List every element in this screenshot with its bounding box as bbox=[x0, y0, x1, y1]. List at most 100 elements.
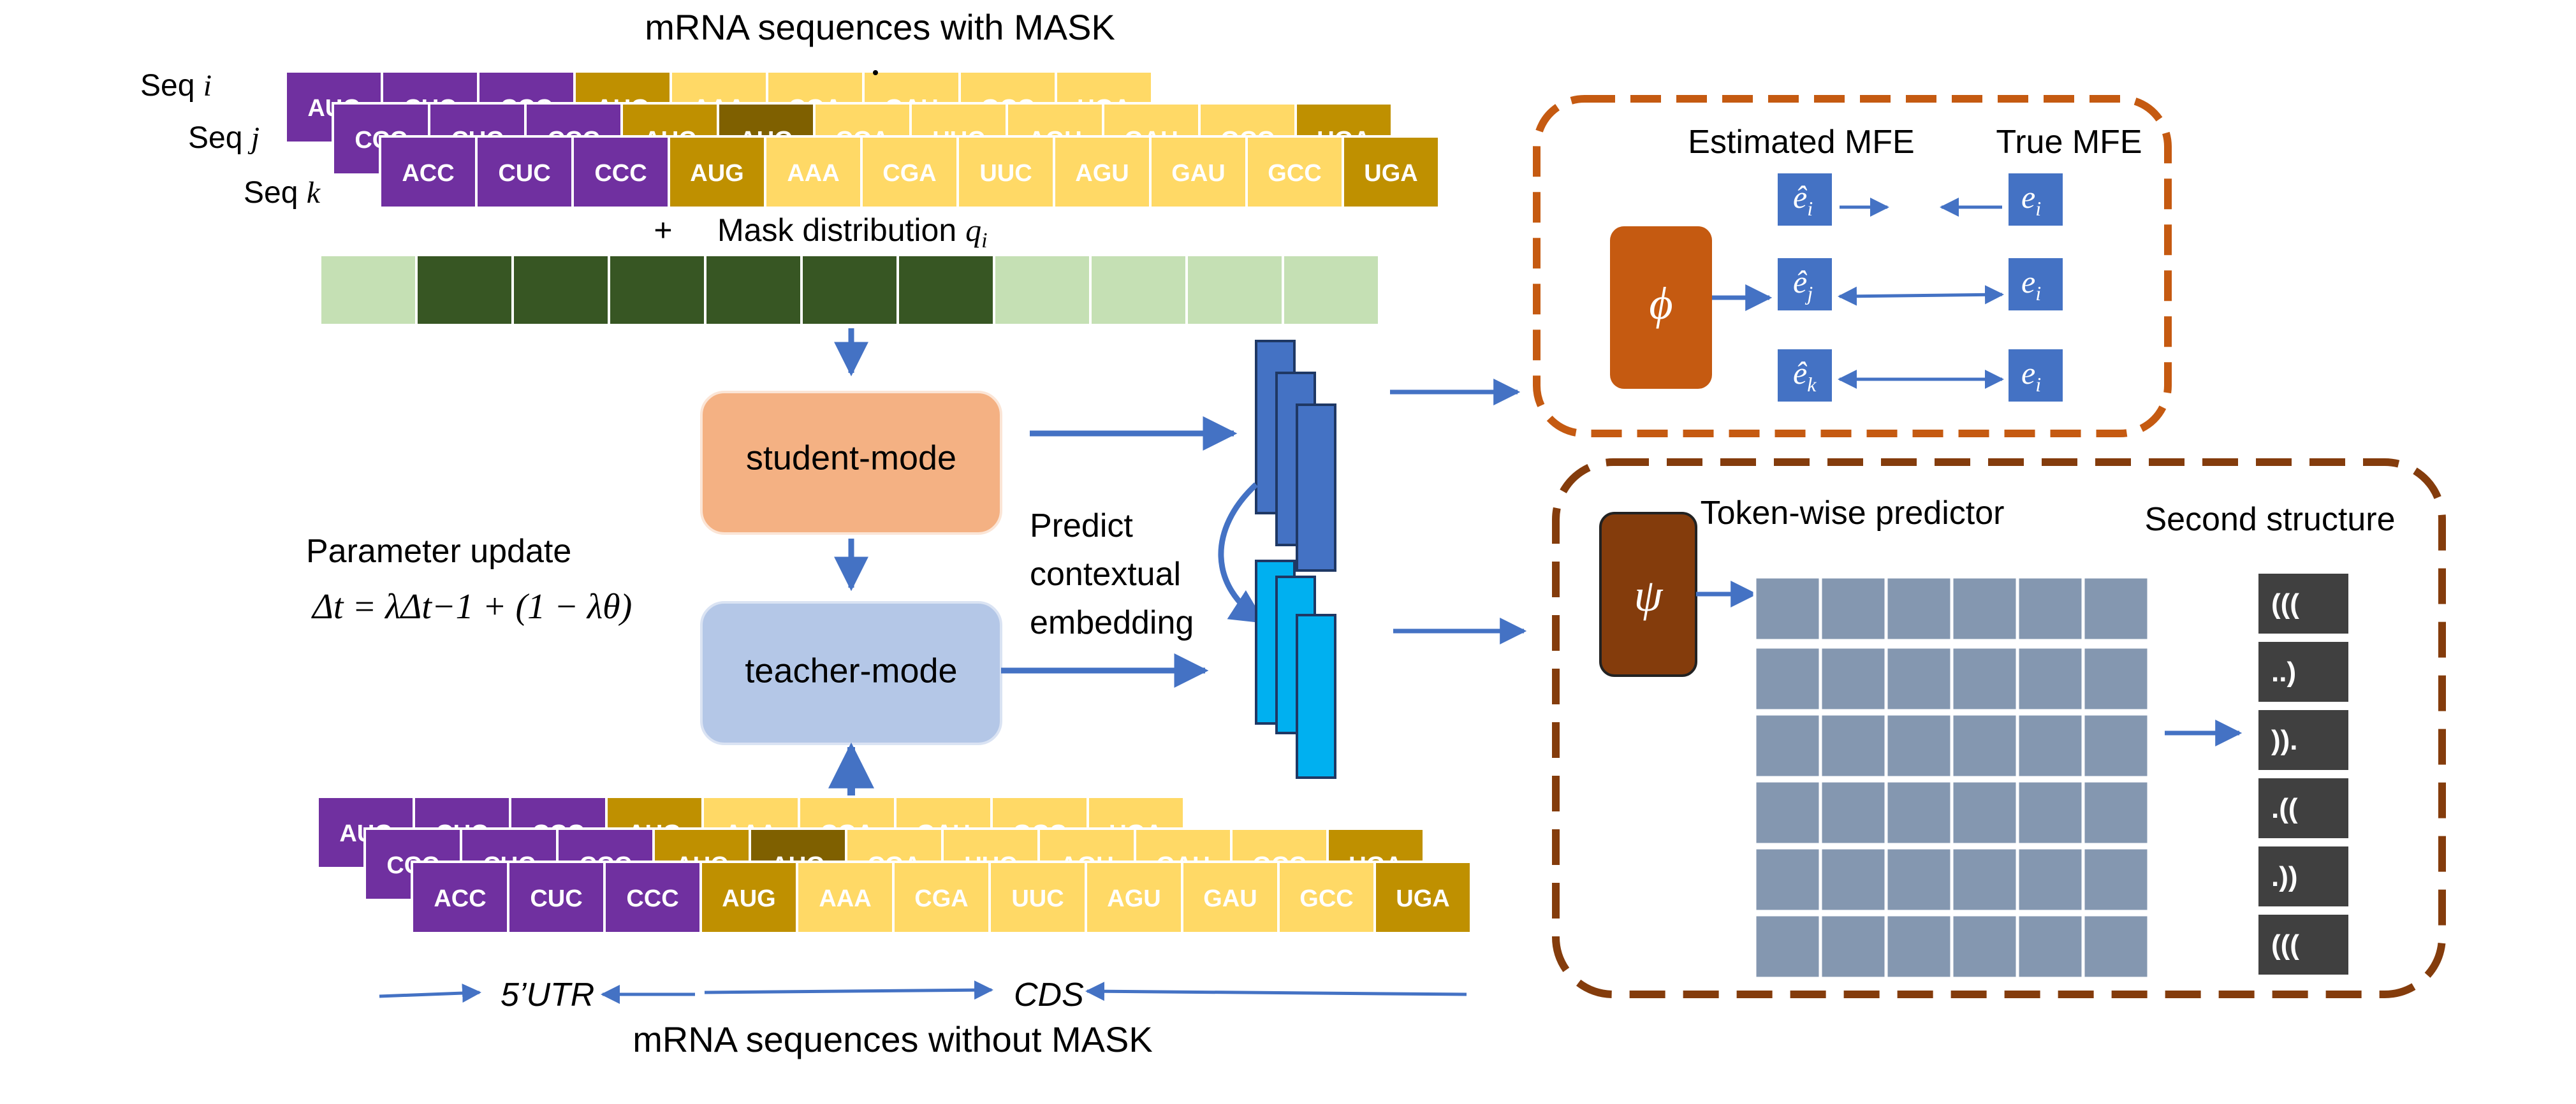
cds-label: CDS bbox=[1014, 977, 1084, 1013]
grid-cell bbox=[1884, 645, 1954, 713]
grid-cell bbox=[1753, 645, 1822, 713]
codon-cell: CGA bbox=[860, 135, 959, 209]
mask-cell-unmasked bbox=[1089, 254, 1188, 326]
structure-output-label: ..) bbox=[2271, 657, 2296, 688]
grid-cell bbox=[1884, 575, 1954, 643]
grid-cell bbox=[1950, 575, 2019, 643]
structure-output-cell: ((( bbox=[2256, 912, 2351, 977]
estimated-mfe-label: Estimated MFE bbox=[1688, 124, 1914, 161]
grid-cell bbox=[2081, 779, 2151, 846]
codon-cell: CCC bbox=[571, 135, 670, 209]
codon-cell: CUC bbox=[507, 861, 606, 934]
codon-label: AAA bbox=[787, 160, 839, 187]
structure-output-cell: ((( bbox=[2256, 571, 2351, 636]
codon-label: AGU bbox=[1075, 160, 1129, 187]
structure-panel: Token-wise predictor Second structure ψ bbox=[1552, 458, 2446, 998]
grid-cell bbox=[1819, 575, 1888, 643]
grid-cell bbox=[1884, 779, 1954, 846]
codon-cell: GCC bbox=[1245, 135, 1344, 209]
grid-cell bbox=[1884, 913, 1954, 980]
predict-text: Predict contextual embedding bbox=[1030, 507, 1194, 641]
codon-cell: GAU bbox=[1181, 861, 1280, 934]
grid-cell bbox=[1753, 712, 1822, 780]
mask-cell-masked bbox=[704, 254, 803, 326]
structure-output-label: ((( bbox=[2271, 588, 2299, 620]
codon-cell: CGA bbox=[892, 861, 991, 934]
student-label: student-mode bbox=[746, 439, 956, 477]
mask-cell-unmasked bbox=[1282, 254, 1380, 326]
structure-output-cell: .(( bbox=[2256, 776, 2351, 841]
grid-cell bbox=[2016, 645, 2085, 713]
predictor-label: Token-wise predictor bbox=[1701, 495, 2005, 532]
grid-cell bbox=[2081, 645, 2151, 713]
structure-output-cell: .)) bbox=[2256, 844, 2351, 909]
estimated-mfe-cell bbox=[1778, 173, 1832, 226]
grid-cell bbox=[1950, 645, 2019, 713]
grid-cell bbox=[1884, 846, 1954, 913]
estimated-mfe-cell bbox=[1778, 258, 1832, 310]
student-mode-box: student-mode bbox=[700, 391, 1002, 535]
codon-label: AGU bbox=[1107, 885, 1160, 912]
codon-cell: AAA bbox=[796, 861, 895, 934]
grid-cell bbox=[1819, 913, 1888, 980]
structure-output-label: ((( bbox=[2271, 929, 2299, 961]
grid-cell bbox=[1753, 913, 1822, 980]
codon-cell: UUC bbox=[988, 861, 1087, 934]
estimated-mfe-symbol: êi bbox=[1793, 179, 1813, 220]
grid-cell bbox=[1819, 712, 1888, 780]
grid-cell bbox=[2016, 575, 2085, 643]
codon-cell: GCC bbox=[1277, 861, 1376, 934]
phi-symbol: ϕ bbox=[1649, 278, 1672, 329]
mask-cell-masked bbox=[800, 254, 899, 326]
codon-label: AUG bbox=[722, 885, 775, 912]
codon-label: CCC bbox=[626, 885, 678, 912]
true-mfe-cell bbox=[2009, 258, 2063, 310]
mask-label: Mask distribution qi bbox=[717, 212, 988, 252]
codon-label: CUC bbox=[498, 160, 550, 187]
grid-cell bbox=[1950, 846, 2019, 913]
mask-plus: + bbox=[654, 212, 672, 248]
estimated-mfe-symbol: êj bbox=[1793, 264, 1813, 305]
mask-cell-unmasked bbox=[993, 254, 1092, 326]
codon-cell: UGA bbox=[1342, 135, 1440, 209]
structure-output-cell: )). bbox=[2256, 708, 2351, 773]
unmasked-sequence-stack: AUCCUCCCCAUGAAACGAGAUGCCUGACCCCUCCCCAUCA… bbox=[316, 795, 1472, 934]
grid-cell bbox=[1819, 846, 1888, 913]
dot-mark bbox=[873, 70, 878, 75]
true-mfe-cell bbox=[2009, 173, 2063, 226]
codon-cell: AAA bbox=[764, 135, 863, 209]
svg-text:Seq i: Seq i bbox=[140, 69, 212, 103]
mask-cell-unmasked bbox=[319, 254, 418, 326]
true-mfe-label: True MFE bbox=[1996, 124, 2142, 161]
utr-label: 5’UTR bbox=[501, 977, 594, 1013]
codon-label: AAA bbox=[819, 885, 871, 912]
param-formula: Δt = λΔt−1 + (1 − λθ) bbox=[311, 587, 632, 627]
svg-text:embedding: embedding bbox=[1030, 604, 1194, 641]
codon-label: GCC bbox=[1299, 885, 1353, 912]
codon-label: CCC bbox=[594, 160, 647, 187]
grid-cell bbox=[1950, 779, 2019, 846]
grid-cell bbox=[2016, 779, 2085, 846]
codon-cell: AUG bbox=[668, 135, 766, 209]
codon-cell: CCC bbox=[603, 861, 702, 934]
psi-symbol: ψ bbox=[1634, 570, 1664, 621]
codon-cell: AGU bbox=[1085, 861, 1183, 934]
codon-label: CGA bbox=[914, 885, 968, 912]
grid-cell bbox=[1819, 645, 1888, 713]
grid-cell bbox=[2081, 712, 2151, 780]
bottom-title: mRNA sequences without MASK bbox=[633, 1019, 1152, 1059]
codon-cell: ACC bbox=[379, 135, 478, 209]
phi-box bbox=[1610, 226, 1712, 389]
seq-label-j: Seq j bbox=[188, 121, 260, 155]
codon-label: GAU bbox=[1171, 160, 1225, 187]
arrow-curve-embed bbox=[1218, 482, 1266, 624]
param-update-label: Parameter update bbox=[306, 533, 571, 570]
codon-label: UUC bbox=[1011, 885, 1064, 912]
codon-label: CGA bbox=[882, 160, 936, 187]
seq-label-k: Seq k bbox=[244, 176, 321, 210]
svg-text:Seq j: Seq j bbox=[188, 121, 260, 155]
codon-label: ACC bbox=[402, 160, 454, 187]
